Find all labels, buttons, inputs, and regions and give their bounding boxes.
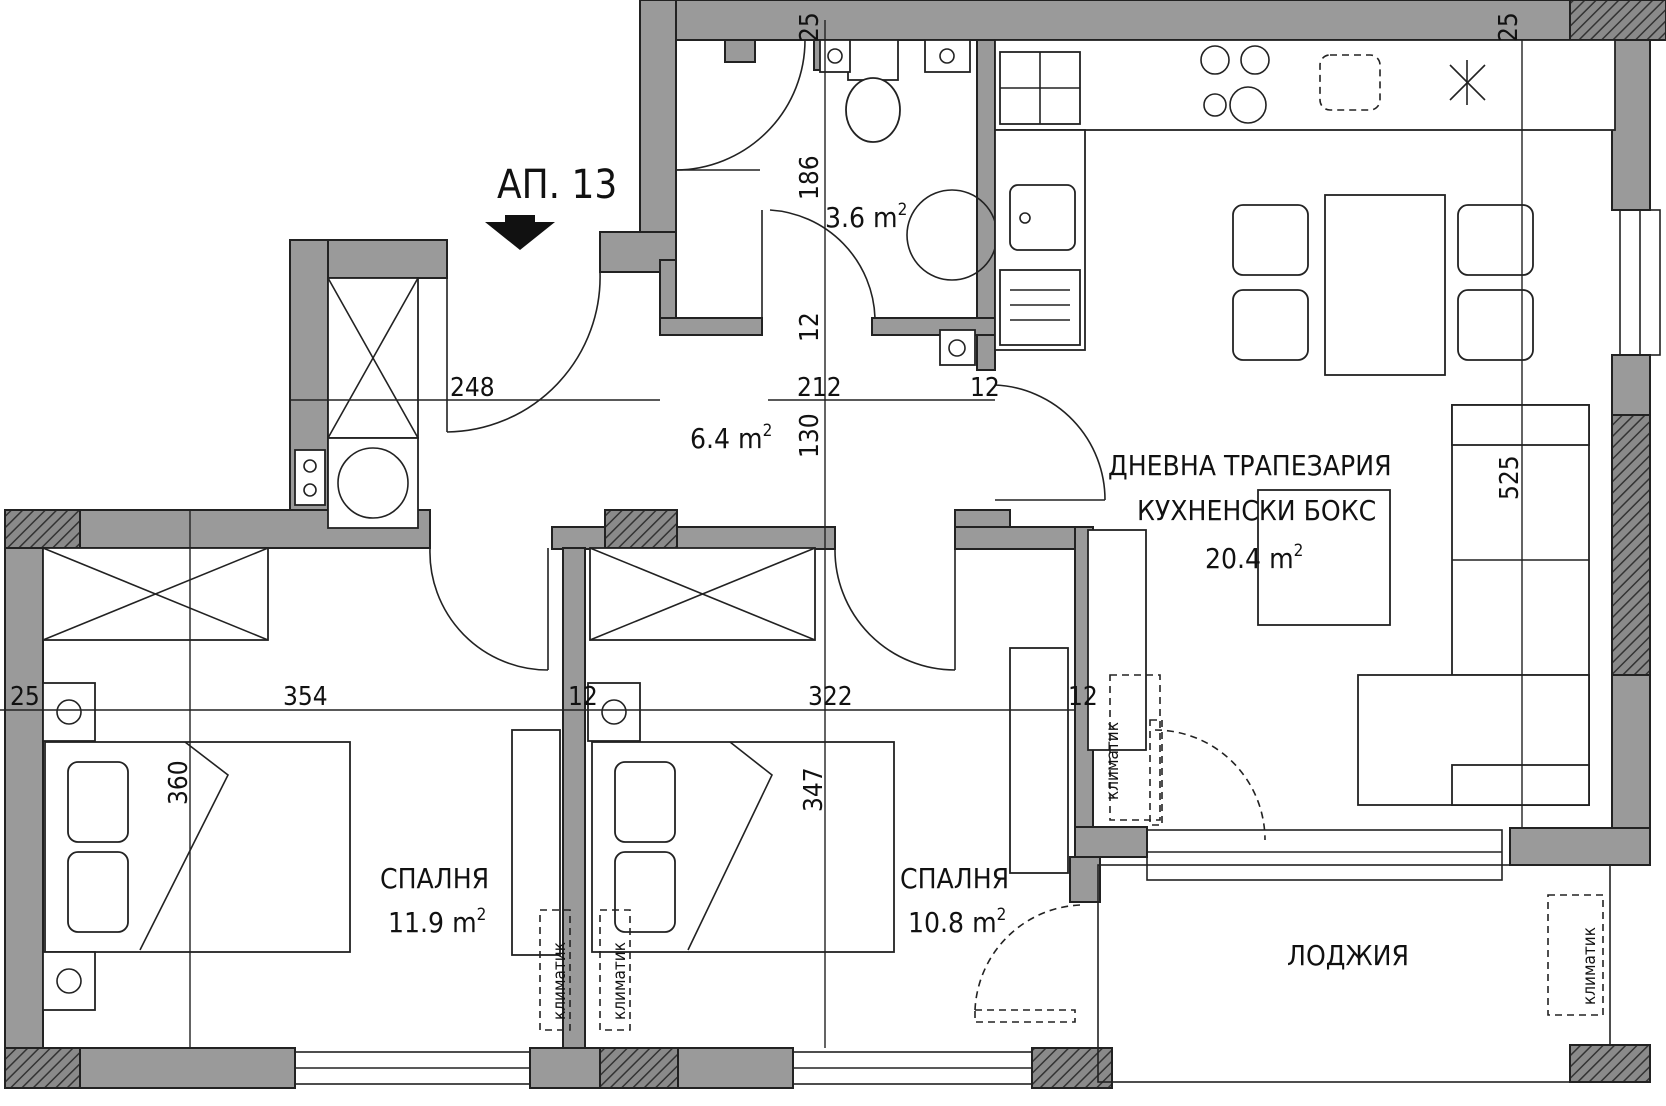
bedroom1-area: 11.9 m2 bbox=[388, 905, 486, 939]
bathroom-area: 3.6 m2 bbox=[825, 200, 907, 234]
furniture bbox=[42, 39, 1616, 1031]
dim-248: 248 bbox=[450, 373, 495, 403]
dim-525: 525 bbox=[1495, 455, 1525, 500]
hall-area: 6.4 m2 bbox=[690, 421, 772, 455]
ac-label-bedroom2: климатик bbox=[610, 942, 630, 1020]
dim-130: 130 bbox=[795, 413, 825, 458]
living-room-area: 20.4 m2 bbox=[1205, 541, 1303, 575]
dim-25-top-right: 25 bbox=[1494, 12, 1524, 42]
apartment-label: АП. 13 bbox=[497, 162, 617, 208]
dimension-lines bbox=[0, 20, 1523, 1048]
dim-12-bath: 12 bbox=[795, 312, 825, 342]
dim-12-right: 12 bbox=[1068, 682, 1098, 712]
dim-12-mid: 12 bbox=[568, 682, 598, 712]
ac-label-living: климатик bbox=[1103, 722, 1123, 800]
living-room-name-line1: ДНЕВНА ТРАПЕЗАРИЯ bbox=[1108, 449, 1392, 482]
dim-212: 212 bbox=[797, 373, 842, 403]
dim-360: 360 bbox=[164, 760, 194, 805]
loggia-name: ЛОДЖИЯ bbox=[1287, 939, 1409, 972]
dim-25-left: 25 bbox=[10, 682, 40, 712]
dim-322: 322 bbox=[808, 682, 853, 712]
living-room-name-line2: КУХНЕНСКИ БОКС bbox=[1137, 494, 1376, 527]
doors bbox=[429, 209, 1266, 1023]
dim-12-hall: 12 bbox=[970, 373, 1000, 403]
bedroom2-name: СПАЛНЯ bbox=[900, 862, 1009, 895]
dim-354: 354 bbox=[283, 682, 328, 712]
ac-label-bedroom1: климатик bbox=[550, 942, 570, 1020]
windows bbox=[294, 209, 1661, 1085]
ac-label-loggia: климатик bbox=[1580, 927, 1600, 1005]
bedroom1-name: СПАЛНЯ bbox=[380, 862, 489, 895]
dim-347: 347 bbox=[799, 767, 829, 812]
bedroom2-area: 10.8 m2 bbox=[908, 905, 1006, 939]
dim-25-top-left: 25 bbox=[795, 12, 825, 42]
entrance-arrow-icon bbox=[485, 215, 555, 250]
dim-186: 186 bbox=[795, 155, 825, 200]
